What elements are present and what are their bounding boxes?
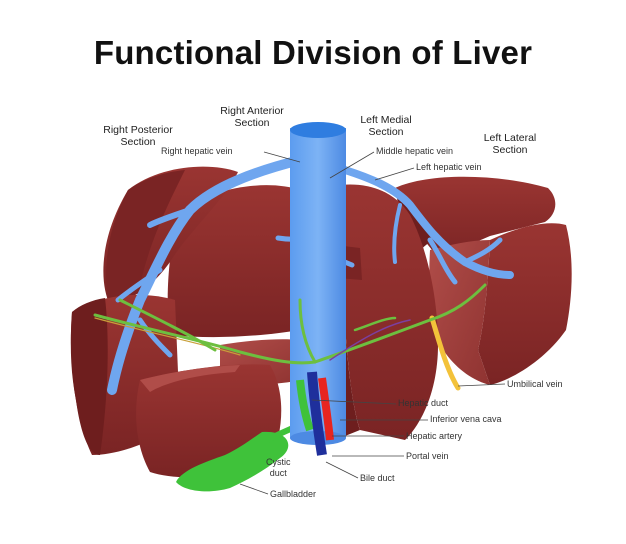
label-hepatic-duct: Hepatic duct: [398, 398, 449, 408]
portal-vein-shape: [307, 371, 327, 456]
section-label-right-posterior: Right Posterior Section: [98, 124, 178, 148]
label-left-hepatic-vein: Left hepatic vein: [416, 162, 482, 172]
section-label-line: Left Medial: [360, 114, 412, 126]
section-label-line: Section: [120, 136, 156, 148]
label-line: duct: [269, 468, 287, 478]
label-cystic-duct: Cystic duct: [266, 457, 291, 479]
page-title: Functional Division of Liver: [93, 34, 533, 71]
portal-triad-branches: [93, 283, 487, 365]
section-label-line: Section: [492, 144, 528, 156]
section-label-left-medial: Left Medial Section: [346, 114, 426, 138]
section-label-right-anterior: Right Anterior Section: [212, 105, 292, 129]
leader-lines: [239, 151, 506, 495]
section-label-line: Right Anterior: [220, 105, 284, 117]
hepatic-artery-shape: [318, 377, 334, 441]
section-label-line: Right Posterior: [103, 124, 173, 136]
section-label-left-lateral: Left Lateral Section: [470, 132, 550, 156]
label-inferior-vena-cava: Inferior vena cava: [430, 414, 502, 424]
umbilical-vein-shape: [429, 315, 461, 391]
gallbladder-shape: [176, 431, 289, 492]
label-gallbladder: Gallbladder: [270, 489, 317, 499]
label-right-hepatic-vein: Right hepatic vein: [161, 146, 233, 156]
section-label-line: Section: [368, 126, 404, 138]
label-portal-vein: Portal vein: [406, 451, 449, 461]
label-hepatic-artery: Hepatic artery: [406, 431, 463, 441]
hepatic-duct-shape: [296, 379, 314, 432]
label-umbilical-vein: Umbilical vein: [507, 379, 563, 389]
section-label-line: Left Lateral: [483, 132, 537, 144]
section-label-line: Section: [234, 117, 270, 129]
label-middle-hepatic-vein: Middle hepatic vein: [376, 146, 454, 156]
label-bile-duct: Bile duct: [360, 473, 395, 483]
label-line: Cystic: [266, 457, 291, 467]
